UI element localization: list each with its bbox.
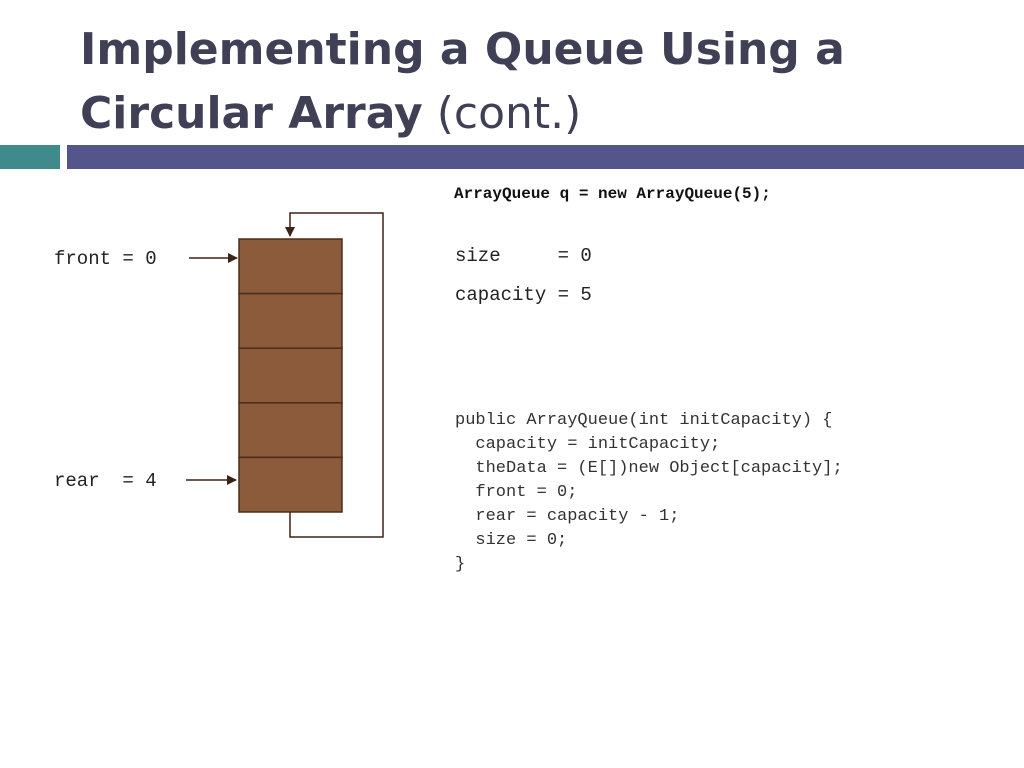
array-cell bbox=[238, 238, 343, 295]
array-cells bbox=[238, 238, 343, 513]
size-value: size = 0 bbox=[455, 245, 592, 267]
capacity-value: capacity = 5 bbox=[455, 284, 592, 306]
slide-title-main: Implementing a Queue Using a Circular Ar… bbox=[80, 24, 845, 139]
front-label: front = 0 bbox=[54, 248, 157, 270]
array-cell bbox=[238, 456, 343, 513]
code-line: theData = (E[])new Object[capacity]; bbox=[455, 459, 843, 478]
wraparound-line bbox=[285, 212, 384, 538]
array-cell bbox=[238, 402, 343, 459]
code-line: public ArrayQueue(int initCapacity) { bbox=[455, 411, 833, 430]
code-line: size = 0; bbox=[455, 531, 568, 550]
constructor-call-statement: ArrayQueue q = new ArrayQueue(5); bbox=[454, 185, 771, 203]
code-line: front = 0; bbox=[455, 483, 578, 502]
constructor-code: public ArrayQueue(int initCapacity) { ca… bbox=[455, 409, 843, 577]
code-line: rear = capacity - 1; bbox=[455, 507, 680, 526]
header-divider-bar bbox=[67, 145, 1024, 169]
rear-label: rear = 4 bbox=[54, 470, 157, 492]
slide-title: Implementing a Queue Using a Circular Ar… bbox=[80, 18, 980, 146]
slide-title-suffix: (cont.) bbox=[436, 88, 582, 139]
code-line: capacity = initCapacity; bbox=[455, 435, 721, 454]
header-accent-bar bbox=[0, 145, 60, 169]
array-cell bbox=[238, 347, 343, 404]
array-cell bbox=[238, 292, 343, 349]
code-line: } bbox=[455, 555, 466, 574]
